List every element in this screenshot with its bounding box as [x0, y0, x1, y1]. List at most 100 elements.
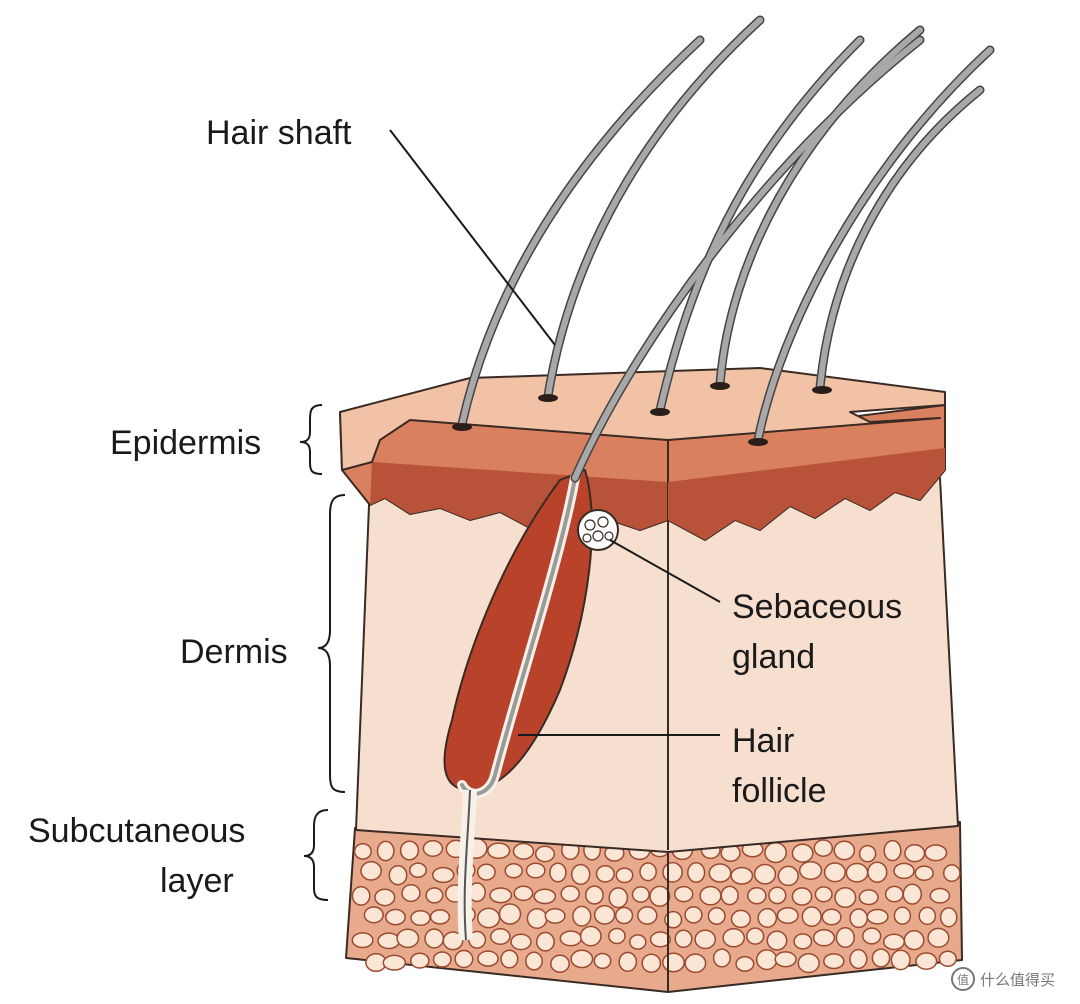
fat-cell: [641, 953, 662, 973]
fat-cell: [890, 949, 911, 971]
fat-cell: [924, 844, 948, 862]
fat-cell: [673, 885, 694, 903]
fat-cell: [615, 867, 634, 884]
fat-cell: [674, 929, 693, 949]
fat-cell: [814, 886, 833, 903]
fat-cell: [793, 933, 813, 950]
fat-cell: [858, 844, 877, 863]
fat-cell: [797, 952, 820, 974]
fat-cell: [593, 952, 612, 970]
fat-cell: [572, 905, 592, 927]
fat-cell: [424, 928, 445, 949]
fat-cell: [823, 953, 845, 970]
fat-cell: [534, 845, 556, 863]
fat-cell: [662, 952, 685, 973]
fat-cell: [431, 866, 455, 884]
fat-cell: [735, 955, 755, 972]
fat-cell: [504, 863, 523, 879]
fat-cell: [707, 907, 726, 925]
sebaceous-gland: [577, 509, 619, 551]
fat-cell: [903, 930, 925, 951]
fat-cell: [708, 863, 732, 883]
fat-cell: [525, 862, 546, 879]
fat-cell: [777, 865, 799, 887]
fat-cell: [526, 908, 548, 929]
fat-cell: [914, 865, 934, 882]
fat-cell: [938, 950, 957, 967]
fat-cell: [798, 861, 823, 880]
fat-cell: [489, 928, 511, 945]
fat-cell: [468, 930, 487, 949]
fat-cell: [664, 910, 683, 929]
fat-cell: [409, 952, 430, 969]
fat-cell: [614, 906, 634, 925]
fat-cell: [535, 931, 555, 952]
fat-cell: [382, 954, 407, 971]
fat-cell: [791, 887, 813, 906]
fat-cell: [432, 951, 452, 968]
fat-cell: [694, 929, 717, 950]
sebaceous-label-line1: Sebaceous: [732, 588, 902, 626]
subcutaneous-label-line2: layer: [160, 862, 234, 900]
fat-cell: [637, 906, 658, 925]
fat-cell: [834, 886, 857, 909]
fat-cell: [544, 907, 566, 924]
fat-cell: [893, 906, 912, 925]
fat-cell: [712, 948, 731, 968]
subcutaneous-layer-block: [345, 821, 963, 993]
fat-cell: [476, 863, 496, 881]
fat-cell: [376, 840, 395, 862]
sebaceous-gland-leader: [609, 539, 721, 603]
fat-cell: [363, 906, 384, 924]
epidermis-top: [339, 367, 946, 471]
hair-shaft-label: Hair shaft: [206, 114, 352, 152]
fat-cell: [867, 861, 888, 883]
fat-cell: [757, 908, 778, 928]
fat-cell: [821, 908, 842, 926]
fat-cell: [766, 930, 788, 951]
fat-cell: [915, 952, 938, 970]
fat-cell: [550, 954, 570, 973]
fat-cell: [768, 886, 787, 905]
fat-cell: [747, 886, 767, 905]
fat-cell: [902, 883, 923, 905]
fat-cell: [533, 888, 557, 905]
fat-cell: [351, 932, 374, 949]
fat-cell: [388, 864, 408, 886]
fat-cell: [500, 949, 519, 969]
fat-cell: [649, 931, 671, 948]
fat-cell: [942, 864, 961, 883]
fat-cell: [498, 903, 522, 925]
fat-cell: [595, 864, 615, 883]
fat-cell: [684, 953, 707, 974]
fat-cell: [720, 885, 739, 906]
fat-cell: [730, 866, 754, 885]
fat-cell: [939, 907, 958, 928]
fat-cell: [476, 907, 501, 929]
fat-cell: [687, 862, 706, 883]
hair-shafts: [452, 15, 995, 483]
fat-cell: [525, 951, 543, 971]
fat-cell: [353, 842, 372, 860]
fat-cell: [862, 927, 882, 945]
fat-cell: [849, 948, 868, 970]
fat-cell: [559, 930, 583, 947]
fat-cell: [845, 862, 869, 883]
fat-cell: [833, 840, 856, 861]
hair-shaft-leader: [389, 129, 556, 346]
fat-cell: [629, 934, 647, 950]
dermis-block: [355, 477, 959, 853]
fat-cell: [570, 949, 594, 969]
fat-cell: [774, 951, 797, 968]
fat-cell: [422, 840, 444, 857]
fat-cell: [593, 905, 616, 925]
fat-cell: [396, 928, 420, 949]
fat-cell: [699, 885, 722, 906]
dermis-brace: [317, 494, 346, 793]
labels: Hair shaft Epidermis Dermis Subcutaneous…: [28, 114, 902, 900]
fat-cell: [858, 889, 879, 906]
fat-cell: [755, 949, 778, 971]
fat-cell: [849, 908, 869, 929]
fat-cell: [812, 929, 836, 947]
